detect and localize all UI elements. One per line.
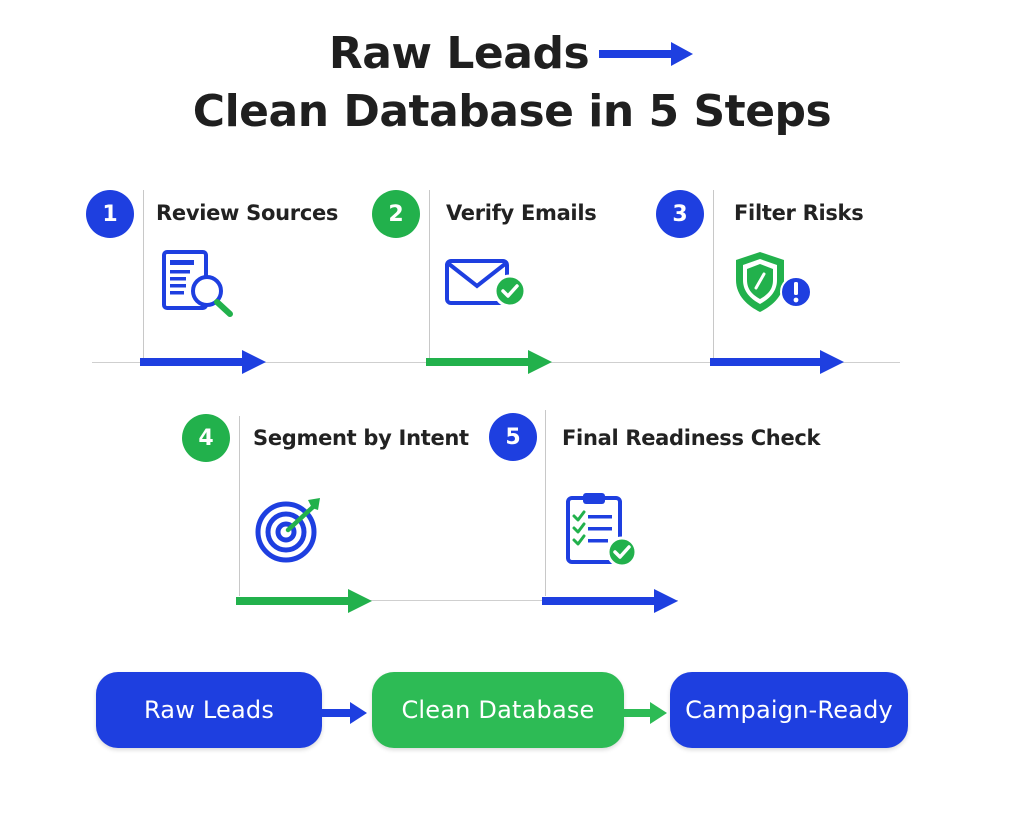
step-3-badge: 3 — [656, 190, 704, 238]
step-1-divider — [143, 190, 144, 358]
document-search-icon — [162, 250, 233, 317]
title-line-1: Raw Leads — [0, 28, 1024, 79]
arrow-right-icon — [599, 41, 694, 66]
step-1-arrow-icon — [140, 350, 266, 374]
step-3-divider — [713, 190, 714, 358]
step-2-arrow-icon — [426, 350, 552, 374]
step-1-badge: 1 — [86, 190, 134, 238]
step-5-arrow-icon — [542, 589, 678, 613]
shield-alert-icon — [736, 252, 812, 312]
step-4-badge: 4 — [182, 414, 230, 462]
step-5-badge: 5 — [489, 413, 537, 461]
step-3-arrow-icon — [710, 350, 844, 374]
step-2-label: Verify Emails — [446, 201, 597, 225]
clipboard-check-icon — [566, 493, 638, 568]
step-4-arrow-icon — [236, 589, 372, 613]
step-3-label: Filter Risks — [734, 201, 864, 225]
step-2-badge: 2 — [372, 190, 420, 238]
target-icon — [255, 498, 320, 563]
flow-arrow-icon-2 — [624, 702, 667, 724]
step-1-label: Review Sources — [156, 201, 339, 225]
flow-clean-database: Clean Database — [372, 672, 624, 748]
flow-raw-leads: Raw Leads — [96, 672, 322, 748]
step-5-label: Final Readiness Check — [562, 426, 821, 450]
step-4-label: Segment by Intent — [253, 426, 469, 450]
title-line-2: Clean Database in 5 Steps — [192, 86, 832, 137]
step-5-divider — [545, 410, 546, 596]
flow-campaign-ready: Campaign-Ready — [670, 672, 908, 748]
step-2-divider — [429, 190, 430, 358]
title-raw-leads: Raw Leads — [328, 28, 590, 79]
step-4-divider — [239, 416, 240, 596]
email-check-icon — [445, 259, 527, 308]
flow-arrow-icon-1 — [322, 702, 367, 724]
row2-baseline — [238, 600, 678, 601]
